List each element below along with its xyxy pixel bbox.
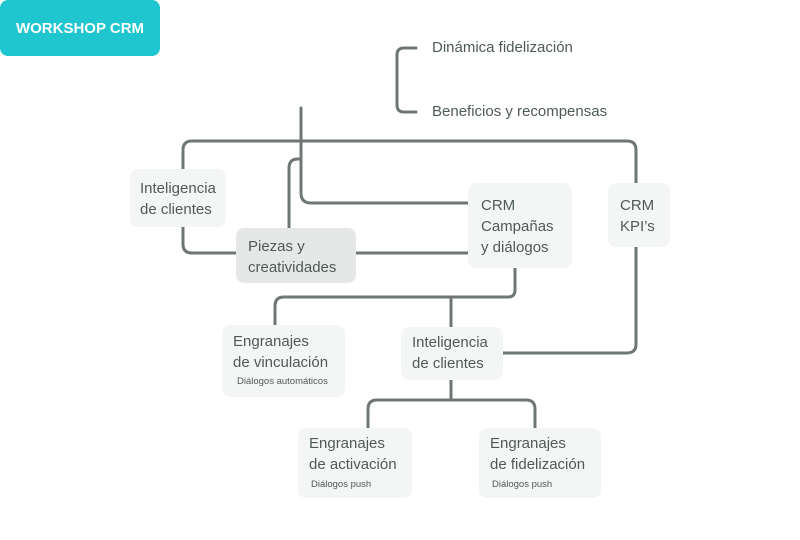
node-label-line2: de clientes	[140, 201, 212, 218]
node-label-line1: Inteligencia	[412, 334, 488, 351]
node-label-line1: Engranajes	[490, 435, 566, 452]
center-branch-connector	[366, 378, 537, 430]
branch-dinamica-fidelizacion: Dinámica fidelización	[432, 39, 573, 56]
node-sub-label: Diálogos push	[492, 479, 553, 490]
node-label-line2: de activación	[309, 456, 397, 473]
node-piezas-creatividades[interactable]: Piezas y creatividades	[236, 228, 356, 283]
node-inteligencia-clientes-left[interactable]: Inteligencia de clientes	[130, 169, 226, 227]
node-label-line2: de fidelización	[490, 456, 586, 473]
left-bottom-connector	[181, 224, 238, 255]
root-trunk-connector	[299, 106, 470, 205]
node-sub-label: Diálogos push	[311, 479, 372, 490]
crm-down-connector	[358, 266, 517, 299]
top-loop-connector	[181, 139, 638, 185]
node-label-line2: creatividades	[248, 259, 337, 276]
node-label-line1: Engranajes	[309, 435, 385, 452]
kpi-connector	[501, 245, 638, 355]
node-label-line2: KPI’s	[620, 218, 655, 235]
node-label-line1: Inteligencia	[140, 180, 216, 197]
branch-beneficios-recompensas: Beneficios y recompensas	[432, 103, 608, 120]
node-label-line1: CRM	[481, 197, 516, 214]
root-label: WORKSHOP CRM	[15, 19, 145, 37]
node-label-line3: y diálogos	[481, 239, 549, 256]
node-engranajes-activacion[interactable]: Engranajes de activación Diálogos push	[298, 428, 412, 498]
node-label-line2: de vinculación	[233, 354, 329, 371]
node-label-line1: Engranajes	[233, 333, 309, 350]
piezas-up-connector	[287, 157, 303, 230]
node-engranajes-fidelizacion[interactable]: Engranajes de fidelización Diálogos push	[479, 428, 601, 498]
node-label-line2: Campañas	[481, 218, 554, 235]
node-inteligencia-clientes-center[interactable]: Inteligencia de clientes	[401, 327, 503, 380]
root-node-workshop-crm[interactable]: WORKSHOP CRM	[0, 0, 160, 56]
node-crm-kpis[interactable]: CRM KPI’s	[608, 183, 670, 247]
node-engranajes-vinculacion[interactable]: Engranajes de vinculación Diálogos autom…	[222, 325, 345, 397]
node-label-line1: Piezas y	[248, 238, 305, 255]
node-crm-campanas-dialogos[interactable]: CRM Campañas y diálogos	[468, 183, 572, 268]
bracket-connector	[395, 46, 418, 114]
node-label-line1: CRM	[620, 197, 655, 214]
node-sub-label: Diálogos automáticos	[237, 376, 328, 387]
vinculacion-connector	[273, 295, 430, 327]
node-label-line2: de clientes	[412, 355, 484, 372]
